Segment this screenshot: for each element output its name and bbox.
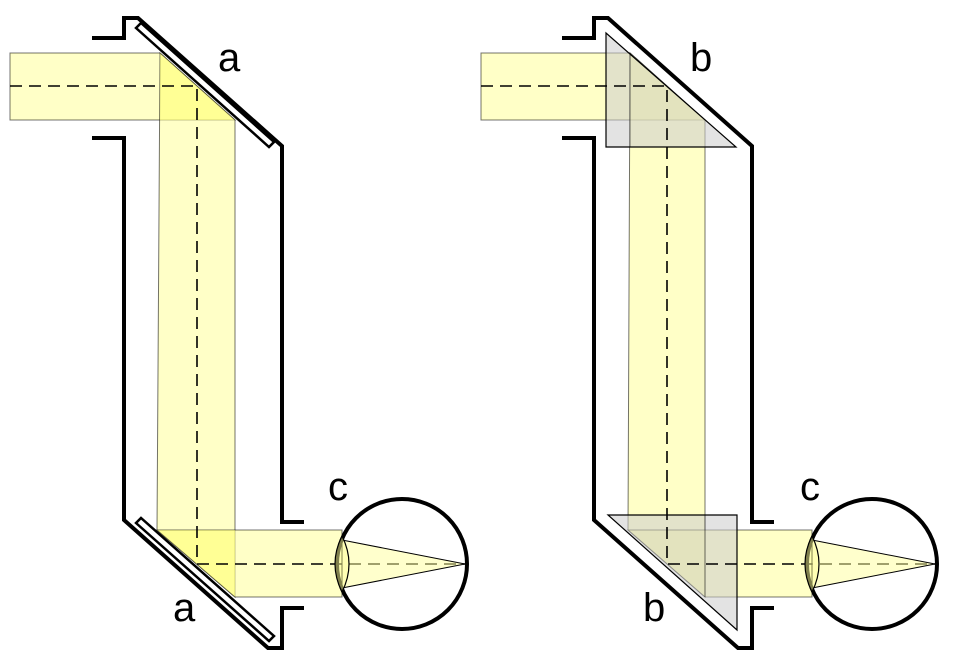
periscope-body-outer-right — [562, 16, 774, 524]
label-prism-top: b — [690, 36, 712, 80]
reflection-zone-top-left — [160, 53, 235, 120]
prism-top — [605, 31, 738, 148]
eye-light-cone-left — [341, 539, 466, 589]
mirror-top — [134, 21, 276, 149]
eye-lens-right — [804, 534, 820, 594]
reflection-zone-bottom-left — [157, 530, 235, 597]
optical-axis-right — [481, 85, 935, 565]
label-prism-bottom: b — [643, 586, 665, 630]
label-mirror-bottom: a — [173, 586, 196, 630]
label-mirror-top: a — [218, 36, 241, 80]
eye-light-cone-right — [811, 539, 936, 589]
vertical-beam-left — [156, 51, 236, 599]
periscope-body-inner-right — [562, 136, 774, 650]
optical-axis-left — [10, 85, 465, 565]
mirror-bottom — [134, 516, 276, 643]
prism-periscope: b b c — [480, 16, 939, 650]
periscope-body-inner-left — [92, 136, 304, 650]
eye-lens-left — [334, 534, 350, 594]
label-eye-right: c — [800, 465, 820, 509]
periscope-body-outer-left — [92, 16, 304, 524]
outgoing-beam-left — [155, 529, 343, 598]
label-eye-left: c — [328, 465, 348, 509]
mirror-periscope: a a c — [9, 16, 469, 650]
prism-bottom — [606, 514, 738, 632]
